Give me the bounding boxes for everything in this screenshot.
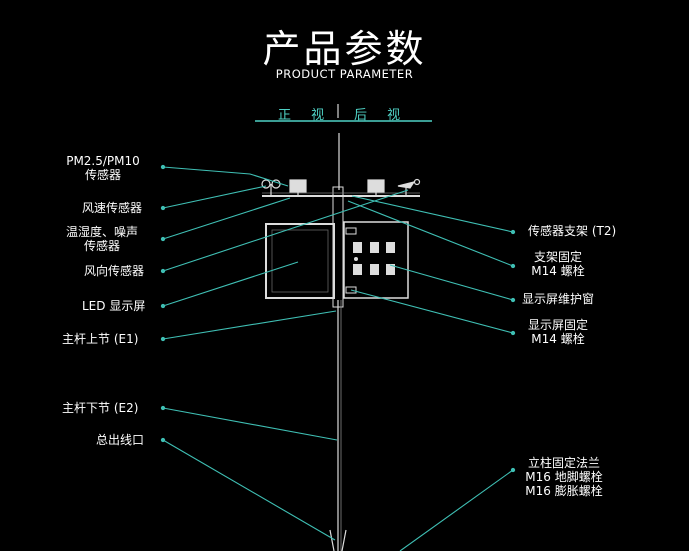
pm-sensor-label: PM2.5/PM10 传感器 — [58, 154, 148, 182]
bottom-flange — [329, 529, 347, 551]
leader-lines-left — [160, 164, 409, 541]
temp-noise-label-line1: 温湿度、噪声 — [65, 225, 138, 239]
maintenance-window-vents — [353, 242, 395, 275]
wind-direction-sensor-label: 风向传感器 — [84, 264, 145, 278]
pm-sensor-icon — [289, 179, 307, 196]
wind-direction-sensor-icon — [397, 178, 421, 196]
flange-label: 立柱固定法兰 M16 地脚螺栓 M16 膨胀螺栓 — [514, 456, 614, 498]
screen-fix-label-line1: 显示屏固定 — [527, 318, 588, 332]
temp-noise-sensor-label: 温湿度、噪声 传感器 — [54, 225, 150, 253]
page-title: 产品参数 — [262, 27, 427, 71]
maintenance-window-label: 显示屏维护窗 — [522, 292, 595, 306]
flange-label-line2: M16 地脚螺栓 — [525, 470, 603, 484]
lower-pole-label: 主杆下节 (E2) — [62, 401, 139, 415]
flange-label-line1: 立柱固定法兰 — [527, 456, 600, 470]
right-sensor-icon — [367, 179, 385, 196]
flange-label-line3: M16 膨胀螺栓 — [525, 484, 603, 498]
page-subtitle: PRODUCT PARAMETER — [275, 67, 414, 81]
screen-fix-label: 显示屏固定 M14 螺栓 — [518, 318, 598, 346]
wind-speed-sensor-label: 风速传感器 — [82, 201, 143, 215]
led-screen-back — [343, 221, 409, 299]
upper-pole-label: 主杆上节 (E1) — [62, 332, 139, 346]
front-view-label: 正 视 — [278, 108, 333, 123]
back-view-label: 后 视 — [354, 108, 409, 123]
pm-sensor-label-line1: PM2.5/PM10 — [66, 154, 140, 168]
pm-sensor-label-line2: 传感器 — [84, 168, 121, 182]
temp-noise-label-line2: 传感器 — [83, 239, 120, 253]
bracket-fix-label-line1: 支架固定 — [533, 250, 582, 264]
wind-speed-sensor-icon — [261, 179, 281, 196]
bracket-fix-label-line2: M14 螺栓 — [531, 264, 585, 278]
led-screen-label: LED 显示屏 — [82, 299, 146, 313]
led-screen-front — [265, 223, 335, 299]
bracket-fix-label: 支架固定 M14 螺栓 — [518, 250, 598, 278]
screen-fix-label-line2: M14 螺栓 — [531, 332, 585, 346]
leader-lines-right — [347, 195, 516, 551]
sensor-bracket-label: 传感器支架 (T2) — [528, 224, 617, 238]
outlet-label: 总出线口 — [96, 433, 145, 447]
